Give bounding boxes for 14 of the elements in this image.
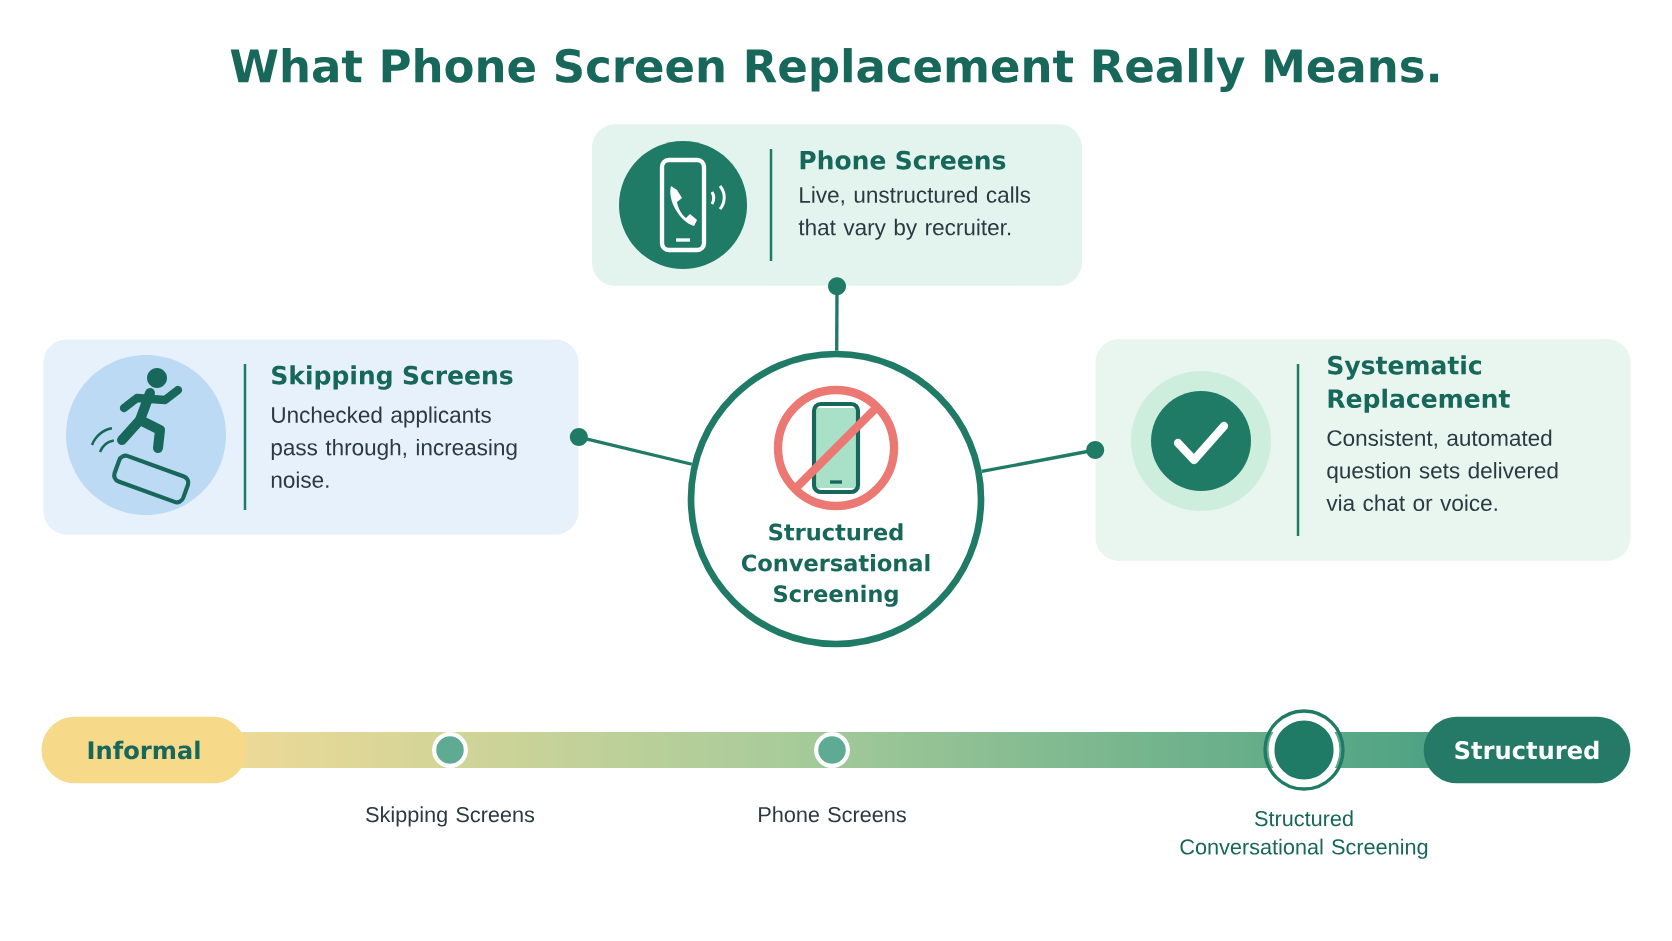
- card-text: Consistent, automated question sets delivered via chat or voice.: [1326, 429, 1558, 512]
- title: What Phone Screen Replacement Really Means.: [230, 48, 1439, 92]
- connector-line: [981, 441, 1105, 474]
- marker-label: Skipping Screens: [366, 806, 535, 827]
- marker-label: Structured Conversational Screening: [1180, 810, 1428, 859]
- card-heading: Skipping Screens: [272, 365, 513, 390]
- card-text: Live, unstructured calls that vary by recruiter.: [798, 186, 1031, 240]
- card-heading: Phone Screens: [800, 150, 1006, 170]
- circle-label: Structured Conversational Screening: [741, 523, 930, 607]
- card-heading: Systematic Replacement: [1328, 355, 1510, 413]
- connector-line: [569, 428, 693, 466]
- connector-line: [828, 277, 846, 351]
- card-text: Unchecked applicants pass through, increasing noise.: [271, 406, 517, 488]
- marker-label: Phone Screens: [759, 806, 906, 823]
